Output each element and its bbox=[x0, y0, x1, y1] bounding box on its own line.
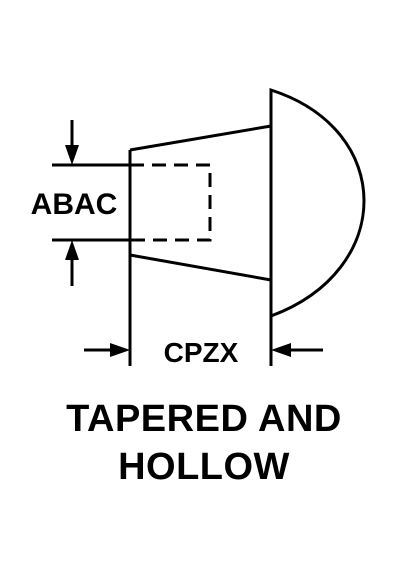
shank-top-edge bbox=[129, 124, 272, 152]
length-arrow-right-head bbox=[271, 343, 291, 357]
rivet-head-dome bbox=[269, 87, 366, 319]
hollow-cavity-dashed bbox=[130, 163, 212, 242]
height-arrow-bottom-head bbox=[65, 240, 79, 260]
length-arrow-left-head bbox=[110, 343, 130, 357]
dimension-height-label: ABAC bbox=[31, 188, 118, 221]
caption-line-1: TAPERED AND bbox=[66, 398, 342, 440]
caption-line-2: HOLLOW bbox=[118, 446, 290, 488]
shank-bottom-edge bbox=[129, 253, 272, 282]
height-arrow-top-head bbox=[65, 145, 79, 165]
dimension-length-label: CPZX bbox=[164, 337, 239, 368]
